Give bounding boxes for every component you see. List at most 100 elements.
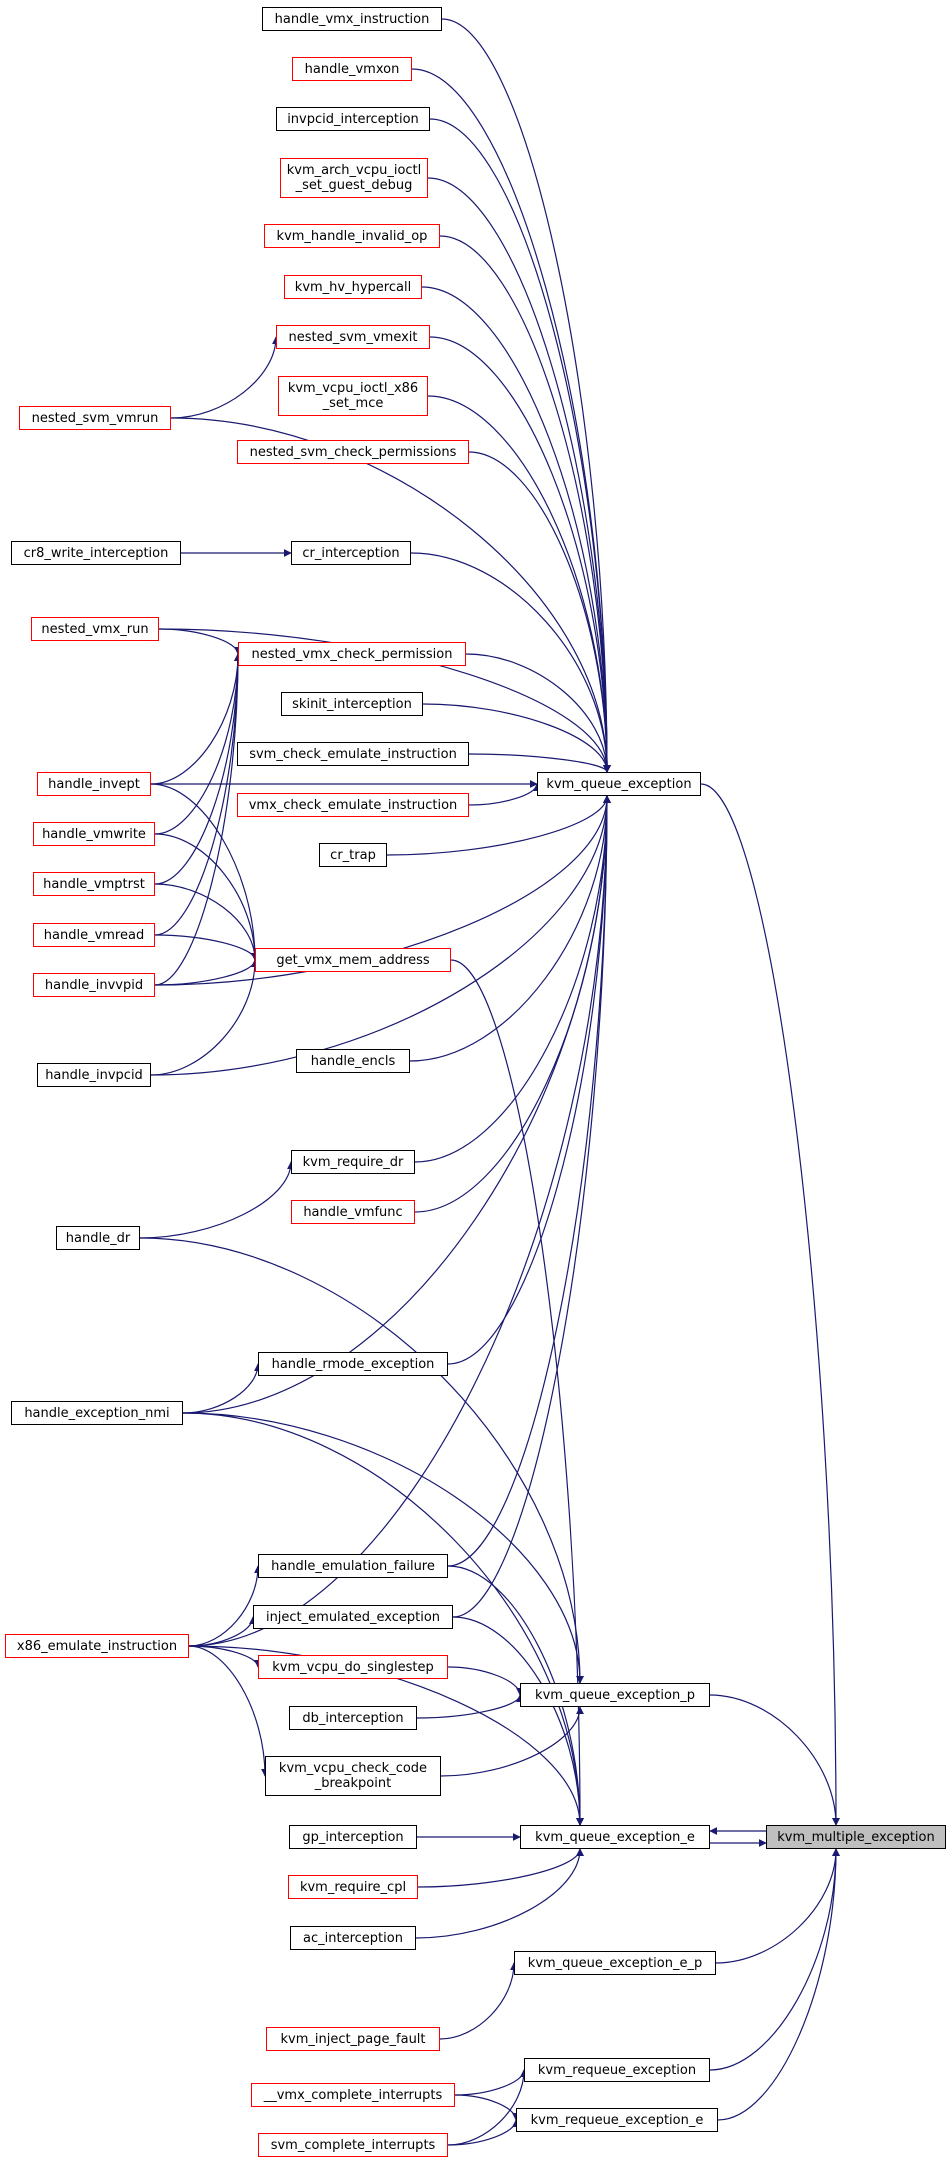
node-cr-interception[interactable]: cr_interception	[291, 541, 411, 565]
node-ac-interception[interactable]: ac_interception	[290, 1926, 416, 1950]
node-handle-exception-nmi[interactable]: handle_exception_nmi	[11, 1401, 183, 1425]
node-vmx-complete-interrupts[interactable]: __vmx_complete_interrupts	[251, 2083, 455, 2107]
node-handle-rmode-exception[interactable]: handle_rmode_exception	[258, 1352, 448, 1376]
node-nested-svm-vmrun[interactable]: nested_svm_vmrun	[19, 406, 171, 430]
node-handle-vmfunc[interactable]: handle_vmfunc	[291, 1200, 415, 1224]
node-cr-trap[interactable]: cr_trap	[319, 843, 387, 867]
edge-handle-exception-nmi-to-kvm-queue-exception	[182, 795, 611, 1414]
node-kvm-vcpu-do-singlestep[interactable]: kvm_vcpu_do_singlestep	[258, 1655, 448, 1679]
edge-handle-invept-to-get-vmx-mem-address	[150, 783, 259, 961]
node-kvm-requeue-exception[interactable]: kvm_requeue_exception	[524, 2058, 710, 2082]
edge-kvm-queue-exception-p-to-kvm-multiple-exception	[709, 1694, 840, 1826]
edge-handle-vmptrst-to-get-vmx-mem-address	[154, 883, 259, 961]
edge-nested-vmx-check-permission-to-kvm-queue-exception	[465, 653, 611, 773]
node-handle-invept[interactable]: handle_invept	[37, 772, 151, 796]
edge-db-interception-to-kvm-queue-exception-p	[416, 1694, 524, 1719]
edge-handle-rmode-exception-to-kvm-queue-exception	[447, 795, 611, 1365]
edge-kvm-arch-vcpu-ioctl-set-guest-debug-to-kvm-queue-exception	[427, 177, 611, 773]
edge-handle-exception-nmi-to-kvm-queue-exception-e	[182, 1412, 584, 1826]
node-svm-check-emulate-instruction[interactable]: svm_check_emulate_instruction	[237, 742, 469, 766]
edge-kvm-require-cpl-to-kvm-queue-exception-e	[417, 1848, 584, 1888]
node-x86-emulate-instruction[interactable]: x86_emulate_instruction	[5, 1634, 189, 1658]
edge-handle-dr-to-kvm-require-dr	[139, 1161, 295, 1239]
edge-kvm-vcpu-do-singlestep-to-kvm-queue-exception-p	[447, 1666, 524, 1696]
edge-handle-dr-to-kvm-queue-exception-p	[139, 1237, 584, 1684]
edge-handle-vmread-to-nested-vmx-check-permission	[154, 653, 242, 936]
node-handle-invvpid[interactable]: handle_invvpid	[33, 973, 155, 997]
node-nested-svm-vmexit[interactable]: nested_svm_vmexit	[276, 325, 430, 349]
node-nested-vmx-check-permission[interactable]: nested_vmx_check_permission	[238, 642, 466, 666]
node-kvm-vcpu-check-code-breakpoint[interactable]: kvm_vcpu_check_code _breakpoint	[265, 1756, 441, 1796]
node-vmx-check-emulate-instruction[interactable]: vmx_check_emulate_instruction	[237, 793, 469, 817]
node-kvm-handle-invalid-op[interactable]: kvm_handle_invalid_op	[264, 224, 440, 248]
edge-nested-vmx-run-to-nested-vmx-check-permission	[158, 628, 242, 655]
node-inject-emulated-exception[interactable]: inject_emulated_exception	[253, 1605, 453, 1629]
edge-handle-invvpid-to-kvm-queue-exception	[154, 795, 611, 986]
edge-handle-invvpid-to-nested-vmx-check-permission	[154, 653, 242, 986]
node-nested-svm-check-permissions[interactable]: nested_svm_check_permissions	[237, 440, 469, 464]
edge-nested-svm-check-permissions-to-kvm-queue-exception	[468, 451, 611, 773]
node-handle-vmx-instruction[interactable]: handle_vmx_instruction	[262, 7, 442, 31]
edge-cr-interception-to-kvm-queue-exception	[410, 552, 611, 773]
edge---vmx-complete-interrupts-to-kvm-requeue-exception	[454, 2069, 528, 2096]
edge-handle-invpcid-to-get-vmx-mem-address	[150, 959, 259, 1076]
edge-kvm-requeue-exception-to-kvm-multiple-exception	[709, 1848, 840, 2071]
edge-nested-svm-vmrun-to-kvm-queue-exception	[170, 417, 611, 773]
node-invpcid-interception[interactable]: invpcid_interception	[276, 107, 430, 131]
node-kvm-require-cpl[interactable]: kvm_require_cpl	[288, 1875, 418, 1899]
node-handle-vmptrst[interactable]: handle_vmptrst	[33, 872, 155, 896]
edge-handle-vmx-instruction-to-kvm-queue-exception	[441, 18, 611, 773]
edge-handle-vmread-to-get-vmx-mem-address	[154, 934, 259, 961]
node-handle-vmwrite[interactable]: handle_vmwrite	[33, 822, 155, 846]
edge-kvm-queue-exception-e-p-to-kvm-multiple-exception	[715, 1848, 840, 1964]
edge-handle-vmfunc-to-kvm-queue-exception	[414, 795, 611, 1213]
node-db-interception[interactable]: db_interception	[289, 1706, 417, 1730]
node-kvm-hv-hypercall[interactable]: kvm_hv_hypercall	[284, 275, 422, 299]
edge-handle-invpcid-to-kvm-queue-exception	[150, 795, 611, 1076]
edge-handle-exception-nmi-to-kvm-queue-exception-p	[182, 1412, 584, 1684]
edge-vmx-check-emulate-instruction-to-kvm-queue-exception	[468, 783, 541, 806]
edge-inject-emulated-exception-to-kvm-queue-exception	[452, 795, 611, 1618]
edge-kvm-inject-page-fault-to-kvm-queue-exception-e-p	[439, 1962, 518, 2040]
node-kvm-queue-exception-e-p[interactable]: kvm_queue_exception_e_p	[514, 1951, 716, 1975]
node-skinit-interception[interactable]: skinit_interception	[281, 692, 423, 716]
edge---vmx-complete-interrupts-to-kvm-requeue-exception-e	[454, 2094, 520, 2121]
edge-x86-emulate-instruction-to-kvm-vcpu-check-code-breakpoint	[188, 1645, 269, 1777]
node-nested-vmx-run[interactable]: nested_vmx_run	[31, 617, 159, 641]
node-handle-invpcid[interactable]: handle_invpcid	[37, 1063, 151, 1087]
node-kvm-queue-exception-e[interactable]: kvm_queue_exception_e	[520, 1825, 710, 1849]
edge-handle-invept-to-nested-vmx-check-permission	[150, 653, 242, 785]
node-kvm-queue-exception[interactable]: kvm_queue_exception	[537, 772, 701, 796]
edge-kvm-handle-invalid-op-to-kvm-queue-exception	[439, 235, 611, 773]
edge-kvm-vcpu-check-code-breakpoint-to-kvm-queue-exception-p	[440, 1706, 584, 1777]
edge-handle-encls-to-kvm-queue-exception	[409, 795, 611, 1062]
node-kvm-requeue-exception-e[interactable]: kvm_requeue_exception_e	[516, 2108, 718, 2132]
edge-kvm-queue-exception-to-kvm-multiple-exception	[700, 783, 840, 1826]
node-handle-emulation-failure[interactable]: handle_emulation_failure	[258, 1554, 448, 1578]
edge-kvm-requeue-exception-e-to-kvm-multiple-exception	[717, 1848, 840, 2121]
node-gp-interception[interactable]: gp_interception	[289, 1825, 417, 1849]
edge-handle-vmwrite-to-nested-vmx-check-permission	[154, 653, 242, 835]
node-cr8-write-interception[interactable]: cr8_write_interception	[11, 541, 181, 565]
node-handle-vmxon[interactable]: handle_vmxon	[292, 57, 412, 81]
edge-kvm-require-dr-to-kvm-queue-exception	[414, 795, 611, 1163]
node-kvm-arch-vcpu-ioctl-set-guest-debug[interactable]: kvm_arch_vcpu_ioctl _set_guest_debug	[280, 158, 428, 198]
node-kvm-vcpu-ioctl-x86-set-mce[interactable]: kvm_vcpu_ioctl_x86 _set_mce	[278, 376, 428, 416]
edge-x86-emulate-instruction-to-inject-emulated-exception	[188, 1616, 257, 1647]
node-svm-complete-interrupts[interactable]: svm_complete_interrupts	[258, 2133, 448, 2157]
edge-handle-vmptrst-to-nested-vmx-check-permission	[154, 653, 242, 885]
edge-inject-emulated-exception-to-kvm-queue-exception-e	[452, 1616, 584, 1826]
node-handle-encls[interactable]: handle_encls	[296, 1049, 410, 1073]
node-kvm-queue-exception-p[interactable]: kvm_queue_exception_p	[520, 1683, 710, 1707]
edge-cr-trap-to-kvm-queue-exception	[386, 795, 611, 856]
node-handle-dr[interactable]: handle_dr	[56, 1226, 140, 1250]
node-get-vmx-mem-address[interactable]: get_vmx_mem_address	[255, 948, 451, 972]
node-kvm-multiple-exception: kvm_multiple_exception	[766, 1825, 946, 1849]
node-kvm-require-dr[interactable]: kvm_require_dr	[291, 1150, 415, 1174]
edge-nested-svm-vmexit-to-kvm-queue-exception	[429, 336, 611, 773]
edge-svm-complete-interrupts-to-kvm-requeue-exception	[447, 2069, 528, 2146]
node-kvm-inject-page-fault[interactable]: kvm_inject_page_fault	[266, 2027, 440, 2051]
edge-kvm-hv-hypercall-to-kvm-queue-exception	[421, 286, 611, 773]
node-handle-vmread[interactable]: handle_vmread	[33, 923, 155, 947]
